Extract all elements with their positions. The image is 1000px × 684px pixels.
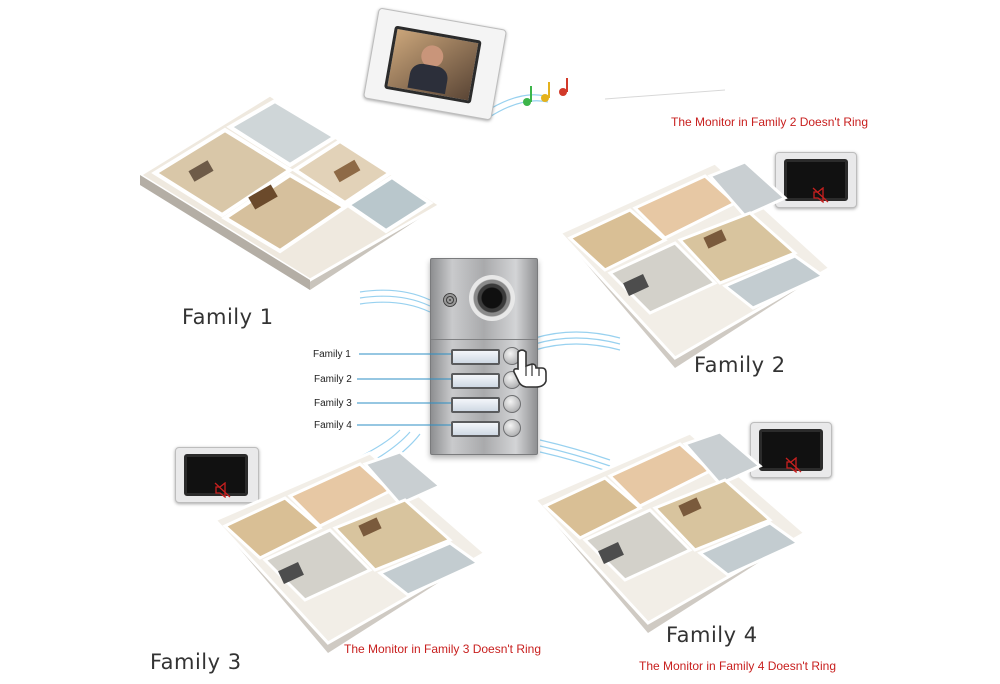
name-slot-2 (451, 373, 500, 389)
camera-lens (469, 275, 515, 321)
family-2-label: Family 2 (694, 353, 786, 377)
family-1-floorplan (130, 55, 450, 295)
button-label-family-4: Family 4 (314, 420, 352, 431)
speaker-muted-icon (785, 457, 802, 473)
family-4-monitor (750, 422, 832, 478)
name-slot-3 (451, 397, 500, 413)
speaker-muted-icon (214, 482, 231, 498)
monitor-screen (383, 25, 482, 104)
speaker-muted-icon (812, 187, 829, 203)
family-4-label: Family 4 (666, 623, 758, 647)
name-slot-1 (451, 349, 500, 365)
button-connector-lines (357, 353, 451, 426)
hand-pointer-icon (513, 349, 547, 388)
family-3-label: Family 3 (150, 650, 242, 674)
monitor-screen (784, 159, 848, 201)
call-button-family-3[interactable] (503, 395, 521, 413)
family-4-floorplan (530, 428, 810, 638)
family-3-floorplan (210, 448, 490, 658)
button-label-family-1: Family 1 (313, 349, 351, 360)
family-4-ring-note: The Monitor in Family 4 Doesn't Ring (639, 659, 837, 673)
speaker-grille (443, 293, 457, 307)
family-1-label: Family 1 (182, 305, 274, 329)
button-label-family-3: Family 3 (314, 398, 352, 409)
caller-body (407, 61, 450, 95)
door-station-panel (430, 258, 538, 455)
monitor-screen (759, 429, 823, 471)
family-3-ring-note: The Monitor in Family 3 Doesn't Ring (344, 642, 542, 656)
family-2-monitor (775, 152, 857, 208)
family-2-ring-note: The Monitor in Family 2 Doesn't Ring (671, 115, 869, 129)
family-3-monitor (175, 447, 259, 503)
call-button-family-4[interactable] (503, 419, 521, 437)
music-notes-icon (523, 78, 568, 106)
family-2-floorplan (555, 158, 835, 373)
name-slot-4 (451, 421, 500, 437)
button-label-family-2: Family 2 (314, 374, 352, 385)
panel-divider (431, 339, 537, 340)
